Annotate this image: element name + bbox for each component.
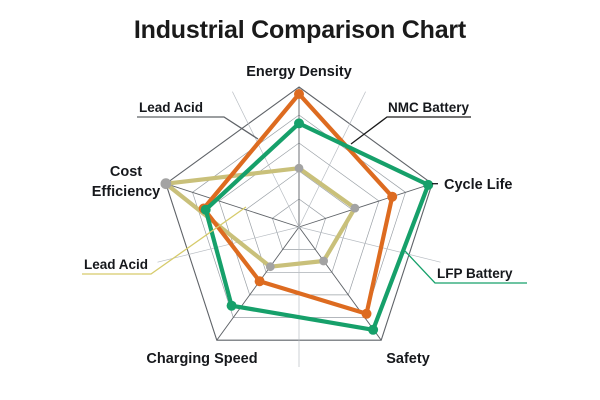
series-lead-acid-point — [160, 178, 172, 190]
axis-label-cost-efficiency-line2: Efficiency — [92, 184, 161, 200]
callout-labels: Lead Acid NMC Battery LFP Battery Lead A… — [84, 100, 513, 281]
series-lead-acid — [160, 163, 360, 272]
spoke-light-1 — [298, 91, 366, 228]
callout-nmc-battery[interactable]: NMC Battery — [388, 100, 470, 115]
series-lead-acid-point — [265, 262, 275, 272]
series-lead-acid-path — [163, 166, 357, 269]
series-nmc-battery-path — [201, 91, 395, 316]
spoke-safety — [298, 226, 382, 341]
leader-nmc-battery — [350, 116, 471, 145]
axis-label-cost-efficiency-line1: Cost — [110, 164, 142, 180]
series-lfp-battery-point — [368, 324, 379, 335]
axis-label-charging-speed: Charging Speed — [146, 351, 257, 367]
leader-lfp-battery — [404, 250, 527, 284]
callout-lead-acid-top[interactable]: Lead Acid — [139, 100, 203, 115]
series-lfp-battery-point — [423, 179, 434, 190]
axis-label-safety: Safety — [386, 351, 430, 367]
series-lead-acid-point — [350, 203, 360, 213]
axis-labels: Energy Density Cycle Life Safety Chargin… — [92, 64, 513, 367]
series-nmc-battery-point — [387, 191, 398, 202]
series-lead-acid-point — [294, 163, 304, 173]
series-lfp-battery-point — [294, 118, 304, 129]
spoke-cycle-life — [298, 183, 433, 228]
series-nmc-battery-point — [294, 89, 304, 99]
series-nmc-battery-point — [254, 276, 265, 287]
page-title: Industrial Comparison Chart — [133, 16, 467, 44]
callout-leaders — [82, 116, 527, 284]
series-lfp-battery-point — [226, 300, 237, 311]
series-nmc-battery-point — [361, 308, 372, 319]
spoke-light-2 — [232, 91, 300, 228]
leader-lead-acid-top — [137, 116, 259, 140]
series-nmc-battery — [198, 89, 398, 319]
series-lfp-battery-point — [200, 204, 211, 215]
radar-grid — [157, 86, 441, 367]
spoke-cost-efficiency — [165, 183, 300, 228]
axis-label-energy-density: Energy Density — [246, 64, 352, 80]
axis-label-cycle-life: Cycle Life — [444, 177, 513, 193]
spoke-light-4 — [157, 226, 300, 263]
series-lead-acid-point — [319, 256, 328, 266]
spoke-light-3 — [298, 226, 441, 263]
callout-lead-acid-bottom[interactable]: Lead Acid — [84, 257, 148, 272]
callout-lfp-battery[interactable]: LFP Battery — [437, 266, 513, 281]
series-lfp-battery — [200, 118, 434, 335]
series-lfp-battery-path — [203, 121, 431, 332]
leader-lead-acid-bottom — [82, 206, 247, 275]
